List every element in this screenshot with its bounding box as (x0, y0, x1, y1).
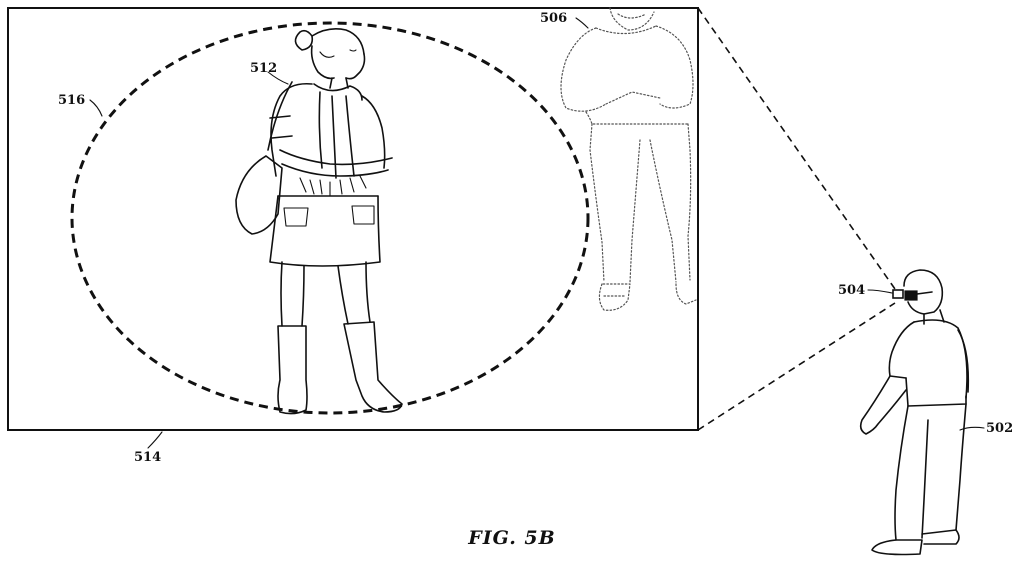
figure-caption: FIG. 5B (467, 527, 555, 549)
label-background-person: 506 (540, 11, 567, 26)
label-head-mounted-device: 504 (838, 283, 865, 298)
focus-region-ellipse (70, 21, 590, 415)
user-figure (859, 269, 970, 556)
label-display-view: 514 (134, 450, 161, 465)
leader-lines (89, 17, 985, 449)
label-user: 502 (986, 421, 1013, 436)
label-focus-region: 516 (58, 93, 85, 108)
label-focused-person: 512 (250, 61, 277, 76)
display-view-frame (7, 7, 699, 431)
background-person-figure (560, 7, 697, 311)
head-mounted-device-icon (892, 289, 933, 301)
focused-person-figure (235, 28, 403, 415)
field-of-view-lines (697, 7, 896, 431)
